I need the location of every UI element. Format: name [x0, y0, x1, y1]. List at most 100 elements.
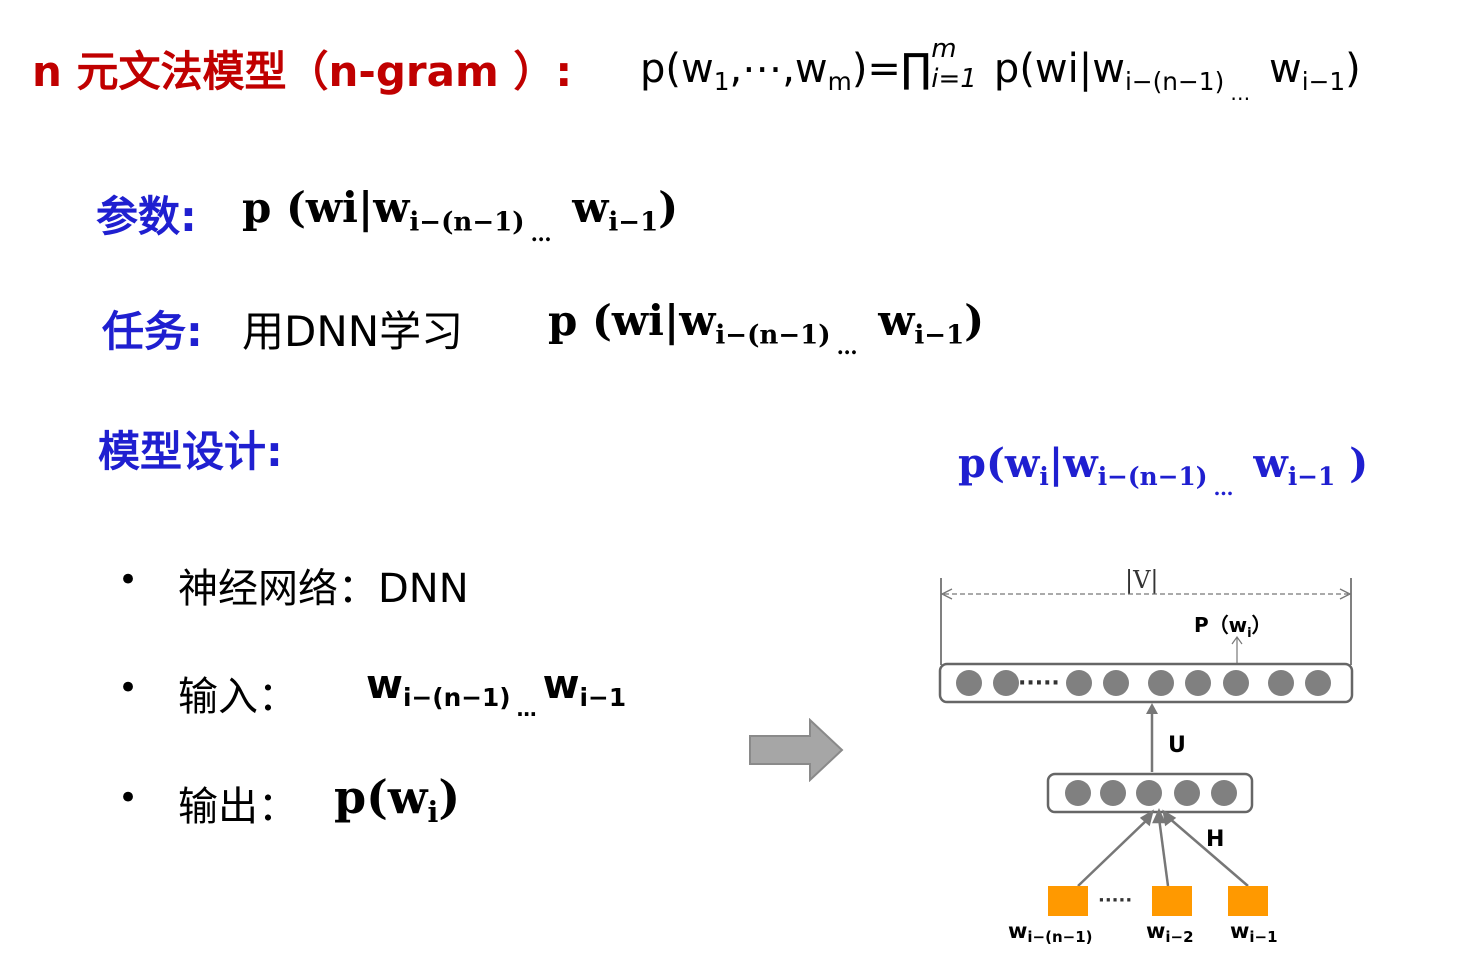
- formula-part: ): [964, 296, 985, 345]
- output-node: [1305, 670, 1331, 696]
- h-connection-2: [1157, 817, 1170, 887]
- h-connections: [1077, 807, 1249, 887]
- hidden-node: [1211, 780, 1237, 806]
- bullet-marker: •: [118, 778, 139, 818]
- formula-part: ): [1345, 46, 1361, 92]
- bullet-network: 神经网络：DNN: [178, 566, 469, 612]
- formula-dots: …: [836, 333, 858, 359]
- output-node: [1268, 670, 1294, 696]
- output-node: [956, 670, 982, 696]
- formula-part: ): [658, 183, 679, 232]
- u-label: U: [1168, 733, 1186, 758]
- h-connection-1: [1077, 817, 1150, 887]
- formula-sub: i−1: [579, 682, 627, 712]
- bullet-output-label: 输出：: [178, 784, 298, 830]
- vocab-arrow-right: [1339, 588, 1352, 600]
- output-nodes: [956, 670, 1331, 696]
- formula-part: w: [1256, 46, 1302, 92]
- formula-part: ): [1335, 440, 1369, 487]
- output-node: [1223, 670, 1249, 696]
- task-formula: p (wi|wi−(n−1)… wi−1): [548, 296, 984, 359]
- product-lower-limit: i=1: [931, 64, 977, 94]
- formula-part: )=: [851, 46, 901, 92]
- hidden-node: [1065, 780, 1091, 806]
- input-label-2-sub: i−2: [1165, 928, 1193, 946]
- formula-sub: i−1: [1287, 461, 1336, 491]
- output-node: [993, 670, 1019, 696]
- bullet-output-formula: p(wi): [334, 770, 460, 829]
- page-title: n 元文法模型（n-gram ）:: [32, 47, 573, 96]
- task-text: 用DNN学习: [242, 307, 464, 356]
- bullet-input-formula: wi−(n−1)…wi−1: [366, 662, 626, 721]
- h-connection-3: [1168, 817, 1249, 887]
- output-node: [1148, 670, 1174, 696]
- vocab-arrow-left: [940, 588, 953, 600]
- formula-dots: …: [516, 697, 537, 721]
- h-label: H: [1206, 827, 1224, 852]
- output-node: [1066, 670, 1092, 696]
- hidden-node: [1136, 780, 1162, 806]
- formula-sub: 1: [713, 66, 730, 96]
- output-node: [1185, 670, 1211, 696]
- input-label-3: wi−1: [1230, 919, 1278, 946]
- formula-part: ,⋯,w: [729, 46, 828, 92]
- input-label-1: wi−(n−1): [1008, 919, 1093, 946]
- formula-sub: i−(n−1): [402, 682, 511, 712]
- h-arrowhead-1: [1139, 809, 1154, 827]
- input-label-3-w: w: [1230, 919, 1249, 943]
- bullet-marker: •: [118, 560, 139, 600]
- input-label-1-w: w: [1008, 919, 1027, 943]
- vocab-label: |V|: [1125, 566, 1159, 595]
- formula-sub: i−(n−1): [1124, 66, 1225, 96]
- output-node: [1103, 670, 1129, 696]
- task-label: 任务:: [102, 307, 203, 356]
- hidden-node: [1174, 780, 1200, 806]
- output-layer: [938, 662, 1354, 704]
- input-dots: ·····: [1098, 890, 1132, 911]
- input-box-1: [1048, 886, 1088, 916]
- input-label-1-sub: i−(n−1): [1027, 928, 1092, 946]
- output-dots: ·····: [1018, 671, 1060, 696]
- formula-part: |w: [1048, 440, 1098, 487]
- hidden-nodes: [1065, 780, 1237, 806]
- input-box-3: [1228, 886, 1268, 916]
- formula-part: p(wi|w: [981, 46, 1125, 92]
- product-symbol: ∏: [900, 46, 932, 92]
- formula-part: w: [863, 296, 915, 345]
- formula-sub: i−(n−1): [715, 320, 831, 351]
- prob-label: P（wi）: [1194, 613, 1272, 641]
- hidden-node: [1100, 780, 1126, 806]
- prob-label-sub: i: [1247, 626, 1251, 641]
- formula-sub: i: [427, 795, 439, 830]
- formula-part: w: [557, 183, 609, 232]
- formula-dots: …: [1213, 476, 1234, 500]
- params-label: 参数:: [96, 192, 197, 241]
- formula-part: w: [366, 662, 403, 708]
- h-arrowhead-3: [1162, 809, 1177, 827]
- bullet-marker: •: [118, 668, 139, 708]
- u-arrowhead: [1146, 703, 1158, 714]
- formula-part: ): [438, 770, 461, 824]
- prob-label-close: ）: [1252, 613, 1272, 637]
- prob-label-text: P（w: [1194, 613, 1247, 637]
- formula-part: w: [1239, 440, 1288, 487]
- right-arrow-icon: [749, 718, 844, 782]
- formula-dots: …: [1230, 81, 1251, 105]
- formula-sub: i−1: [914, 320, 965, 351]
- formula-sub: i−1: [608, 207, 659, 238]
- design-label: 模型设计:: [98, 427, 283, 476]
- formula-part: p (wi|w: [242, 183, 410, 232]
- input-label-2: wi−2: [1146, 919, 1194, 946]
- formula-part: p (wi|w: [548, 296, 716, 345]
- design-formula: p(wi|wi−(n−1)… wi−1 ): [958, 440, 1368, 500]
- formula-sub: m: [827, 66, 852, 96]
- input-label-2-w: w: [1146, 919, 1165, 943]
- formula-sub: i−(n−1): [1097, 461, 1208, 491]
- formula-sub: i−1: [1301, 66, 1346, 96]
- input-label-3-sub: i−1: [1249, 928, 1277, 946]
- formula-sub: i: [1039, 461, 1049, 491]
- product-upper-limit: m: [931, 34, 957, 64]
- formula-part: w: [542, 662, 580, 708]
